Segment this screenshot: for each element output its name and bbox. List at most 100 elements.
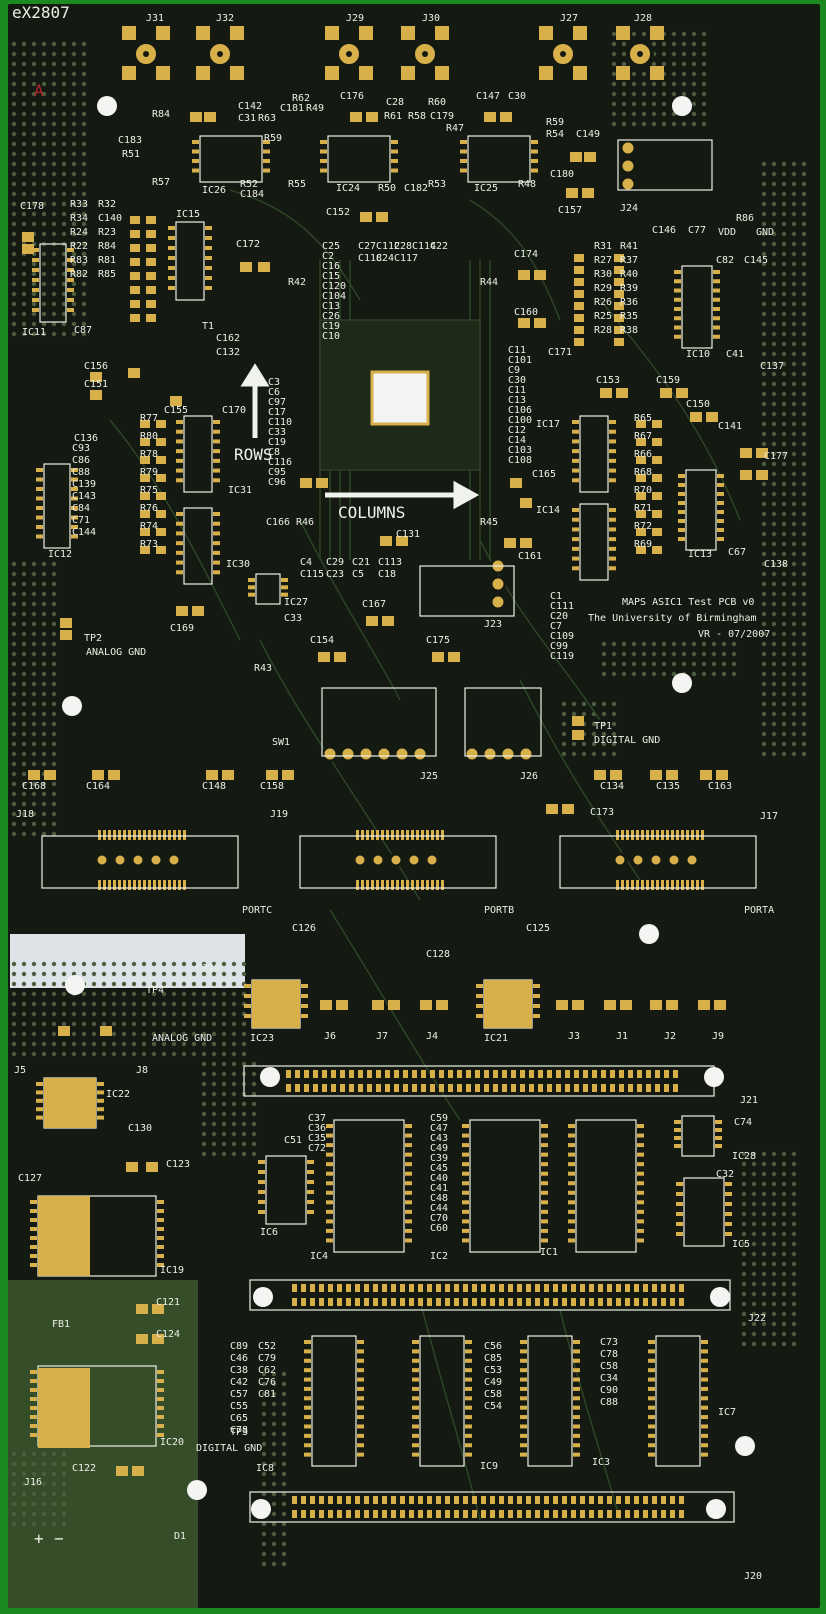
via [751,1321,757,1327]
via [761,371,767,377]
via [81,41,87,47]
via [61,301,67,307]
via [801,721,807,727]
via [791,161,797,167]
ic-pin [213,458,220,463]
port-a-label: PORTA [744,905,775,916]
via [71,51,77,57]
ic-pin [541,1143,548,1148]
dsub-pin [148,852,164,868]
sma-pad [650,26,664,40]
r47-label: R47 [446,123,465,134]
via [281,1491,287,1497]
via [261,1481,267,1487]
cap-label-left_low2-2: C62 [258,1365,277,1376]
ic-pin [304,1349,311,1354]
ic-pin [304,1377,311,1382]
via [611,641,617,647]
via [671,71,677,77]
r54-label: R54 [546,129,565,140]
connector-pin [412,1084,417,1092]
via [61,211,67,217]
via [271,1541,277,1547]
ic-pin [717,501,724,505]
port-b-label: PORTB [484,905,515,916]
via [591,731,597,737]
resistor-pad [614,290,624,298]
connector-pin [589,1298,594,1306]
via [201,1031,207,1037]
dsub-pad [411,880,414,890]
via [11,581,17,587]
ic-pin [213,521,220,526]
via [661,641,667,647]
smd-pad [366,616,378,626]
via [31,571,37,577]
via [61,251,67,257]
via [21,1031,27,1037]
via [771,721,777,727]
ic-pin [541,1171,548,1176]
connector-pin [544,1496,549,1504]
via [781,671,787,677]
via [221,1121,227,1127]
connector-pin [349,1084,354,1092]
ic-outline-ic8 [311,1335,357,1467]
via [701,91,707,97]
via [31,81,37,87]
dsub-pad [178,830,181,840]
r46-label: R46 [296,517,315,528]
via [731,651,737,657]
ic-pin [36,1107,43,1112]
connector-pin [376,1084,381,1092]
ic-pin [168,256,175,260]
ic-pin [176,512,183,516]
ic-pin [320,159,327,163]
via [21,1001,27,1007]
res-label-right_mid-2: R66 [634,449,653,460]
sma-pad [539,26,553,40]
via [51,1051,57,1057]
cap-label-center_top-9: C10 [322,331,341,342]
via [191,1011,197,1017]
via [791,641,797,647]
ic-pin [391,168,398,173]
via [791,561,797,567]
connector-pin [589,1496,594,1504]
via [31,971,37,977]
ic-pin [676,1192,683,1196]
j31-label: J31 [146,13,165,24]
smd-pad [756,470,768,480]
via [701,121,707,127]
via [801,501,807,507]
ic-pin [304,1358,311,1363]
via [761,571,767,577]
dsub-pad [153,830,156,840]
via [641,661,647,667]
ic-pin [71,515,78,520]
revision-mark: A [34,81,44,100]
dsub-pad [416,880,419,890]
via [781,371,787,377]
ic-pin [205,266,212,270]
ic-pin [676,1232,683,1236]
via [31,641,37,647]
via [611,701,617,707]
ic-pin [168,246,175,250]
via [191,971,197,977]
via [51,611,57,617]
via [801,641,807,647]
smd-pad [604,1000,616,1010]
via [761,211,767,217]
ic-pin [320,140,327,144]
cap-label-center_left-8: C116 [268,457,293,468]
cap-label-left_low2-3: C76 [258,1377,277,1388]
connector-pin [526,1496,531,1504]
connector-outline [249,1491,735,1523]
connector-pin [310,1284,315,1292]
via [41,191,47,197]
via [791,321,797,327]
via [51,831,57,837]
connector-pin [466,1070,471,1078]
connector-pin [508,1496,513,1504]
